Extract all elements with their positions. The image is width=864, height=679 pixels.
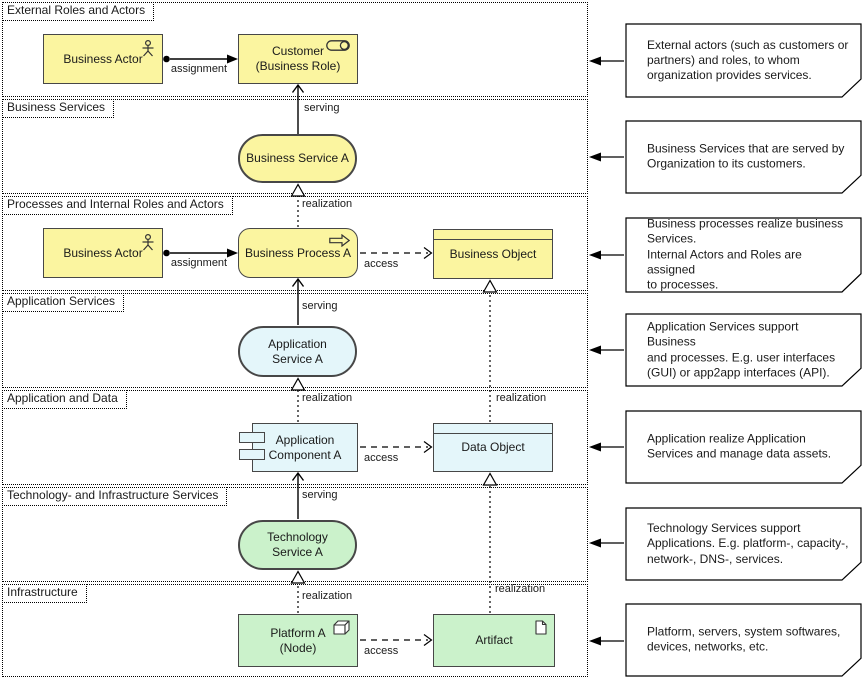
annotation-note-7[interactable]: Platform, servers, system softwares, dev… [625, 603, 862, 677]
component-tab-icon [239, 449, 265, 460]
annotation-note-6[interactable]: Technology Services support Applications… [625, 507, 862, 581]
note-shape [625, 507, 862, 581]
note-shape [625, 120, 862, 194]
annotation-text: Application Services support Business an… [647, 319, 836, 380]
node-business-actor-2[interactable]: Business Actor [43, 228, 163, 278]
access-label-3[interactable]: access [364, 645, 399, 657]
realization-label-1[interactable]: realization [302, 198, 353, 210]
band-infrastructure[interactable]: Infrastructure [2, 584, 588, 677]
node-application-service-a[interactable]: Application Service A [238, 326, 357, 377]
node-business-process-a[interactable]: Business Process A [238, 228, 358, 278]
realization-label-4[interactable]: realization [302, 590, 353, 602]
annotation-note-3[interactable]: Business processes realize business Serv… [625, 217, 862, 293]
node-label: Artifact [475, 633, 513, 647]
annotation-arrows [589, 56, 624, 646]
band-label-technology-services: Technology- and Infrastructure Services [2, 487, 228, 506]
band-label-infrastructure: Infrastructure [2, 584, 87, 603]
band-label-application-services: Application Services [2, 293, 125, 312]
note-shape [625, 23, 862, 98]
node-business-object[interactable]: Business Object [433, 229, 553, 279]
node-label: Application Service A [268, 336, 327, 366]
node-label: Customer (Business Role) [255, 44, 341, 73]
node-label: Application Component A [268, 432, 342, 462]
band-label-processes: Processes and Internal Roles and Actors [2, 196, 233, 215]
annotation-text: Platform, servers, system softwares, dev… [647, 624, 841, 654]
annotation-text: External actors (such as customers or pa… [647, 37, 849, 83]
annotation-text: Business Services that are served by Org… [647, 141, 845, 171]
node-label: Business Object [449, 246, 537, 261]
annotation-note-4[interactable]: Application Services support Business an… [625, 313, 862, 387]
serving-label-2[interactable]: serving [302, 300, 338, 312]
node-technology-service-a[interactable]: Technology Service A [238, 520, 357, 570]
annotation-text: Application realize Application Services… [647, 431, 832, 461]
realization-label-2[interactable]: realization [302, 392, 353, 404]
node-artifact[interactable]: Artifact [433, 614, 555, 667]
annotation-note-5[interactable]: Application realize Application Services… [625, 410, 862, 484]
node-data-object[interactable]: Data Object [433, 423, 553, 472]
node-label: Business Process A [244, 245, 352, 260]
band-label-external-roles: External Roles and Actors [2, 2, 155, 21]
note-shape [625, 313, 862, 387]
node-label: Technology Service A [267, 530, 328, 559]
note-shape [625, 410, 862, 484]
access-label-1[interactable]: access [364, 258, 399, 270]
annotation-text: Technology Services support Applications… [647, 520, 849, 566]
serving-label-1[interactable]: serving [304, 102, 340, 114]
node-cube-icon [333, 620, 350, 639]
node-label: Business Service A [246, 151, 349, 165]
node-label: Platform A (Node) [270, 625, 326, 655]
band-label-business-services: Business Services [2, 99, 115, 118]
assignment-label-2[interactable]: assignment [170, 257, 228, 269]
realization-label-5[interactable]: realization [495, 583, 546, 595]
annotation-text: Business processes realize business Serv… [647, 216, 844, 293]
assignment-label-1[interactable]: assignment [170, 63, 228, 75]
role-icon [326, 40, 350, 55]
band-external-roles[interactable]: External Roles and Actors [2, 2, 588, 97]
node-label: Business Actor [63, 51, 143, 66]
node-label: Business Actor [63, 245, 143, 260]
band-label-application-and-data: Application and Data [2, 390, 127, 409]
component-tab-icon [239, 432, 265, 443]
node-label: Data Object [461, 440, 525, 454]
actor-icon [141, 233, 155, 255]
annotation-note-1[interactable]: External actors (such as customers or pa… [625, 23, 862, 98]
note-shape [625, 217, 862, 293]
node-business-actor-1[interactable]: Business Actor [43, 34, 163, 84]
node-business-service-a[interactable]: Business Service A [238, 134, 357, 183]
artifact-icon [535, 620, 547, 639]
realization-label-3[interactable]: realization [496, 392, 547, 404]
annotation-note-2[interactable]: Business Services that are served by Org… [625, 120, 862, 194]
access-label-2[interactable]: access [364, 452, 399, 464]
node-platform-a[interactable]: Platform A (Node) [238, 614, 358, 667]
actor-icon [141, 39, 155, 61]
object-title-bar [434, 230, 552, 240]
node-application-component-a[interactable]: Application Component A [239, 423, 358, 472]
note-shape [625, 603, 862, 677]
serving-label-3[interactable]: serving [302, 489, 338, 501]
process-arrow-icon [329, 233, 351, 251]
node-customer-business-role[interactable]: Customer (Business Role) [238, 34, 358, 84]
object-title-bar [434, 424, 552, 434]
